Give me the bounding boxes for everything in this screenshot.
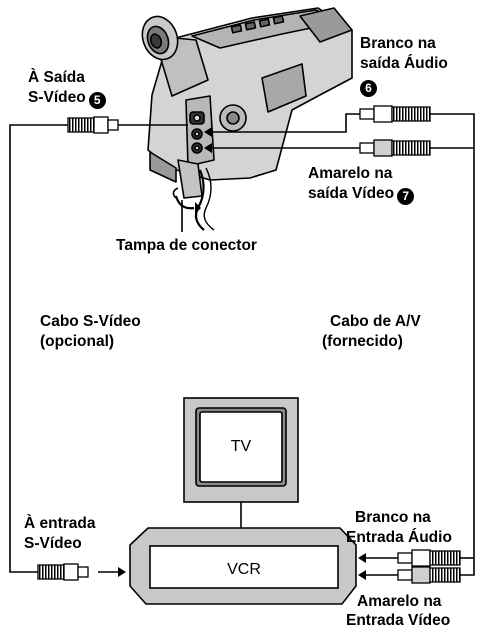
step-5-badge: 5 [88, 92, 106, 109]
s-video-cable-label-tick [4, 316, 16, 324]
s-video-cable-label-line2: (opcional) [40, 333, 115, 350]
audio-in-arrow-head [358, 553, 366, 563]
video-in-label-line1: Amarelo na [357, 593, 442, 610]
s-video-out-label-line1: À Saída [28, 69, 85, 86]
audio-in-label-line1: Branco na [355, 509, 431, 526]
step-7-badge: 7 [397, 188, 415, 205]
video-in-arrow-head [358, 570, 366, 580]
av-cable [210, 113, 475, 576]
rca-plug-video-bottom [397, 566, 461, 584]
av-cable-label-line1: Cabo de A/V [330, 313, 421, 330]
s-video-in-label-line1: À entrada [24, 515, 96, 532]
s-video-plug-top [67, 116, 119, 134]
s-video-cable [9, 124, 188, 573]
audio-out-step-row: 6 [360, 76, 377, 97]
camcorder [141, 7, 353, 231]
step-6-badge: 6 [360, 80, 377, 97]
s-video-cable-label-line1: Cabo S-Vídeo [40, 313, 141, 330]
rca-plug-audio-bottom [397, 549, 461, 567]
vcr [129, 527, 357, 605]
av-cable-label-line2: (fornecido) [322, 333, 403, 350]
vcr-label: VCR [227, 561, 261, 578]
video-out-text: saída Vídeo [308, 185, 395, 202]
connector-cover-label: Tampa de conector [116, 237, 257, 254]
audio-in-label-line2: Entrada Áudio [346, 529, 452, 546]
video-out-label-line1: Amarelo na [308, 165, 393, 182]
rca-plug-video-top [359, 139, 431, 157]
audio-out-label-line1: Branco na [360, 35, 436, 52]
video-in-label-line2: Entrada Vídeo [346, 612, 451, 629]
audio-out-label-line2: saída Áudio [360, 55, 448, 72]
s-video-out-text: S-Vídeo [28, 89, 86, 106]
tv [183, 397, 299, 503]
tv-label: TV [231, 438, 252, 455]
audio-out-arrow-head [204, 127, 212, 137]
s-video-in-label-line2: S-Vídeo [24, 535, 82, 552]
s-video-in-arrow-head [118, 567, 126, 577]
video-out-arrow-head [204, 143, 212, 153]
cover-arrow-head [195, 202, 201, 214]
s-video-plug-bottom [37, 563, 89, 581]
rca-plug-audio-top [359, 105, 431, 123]
